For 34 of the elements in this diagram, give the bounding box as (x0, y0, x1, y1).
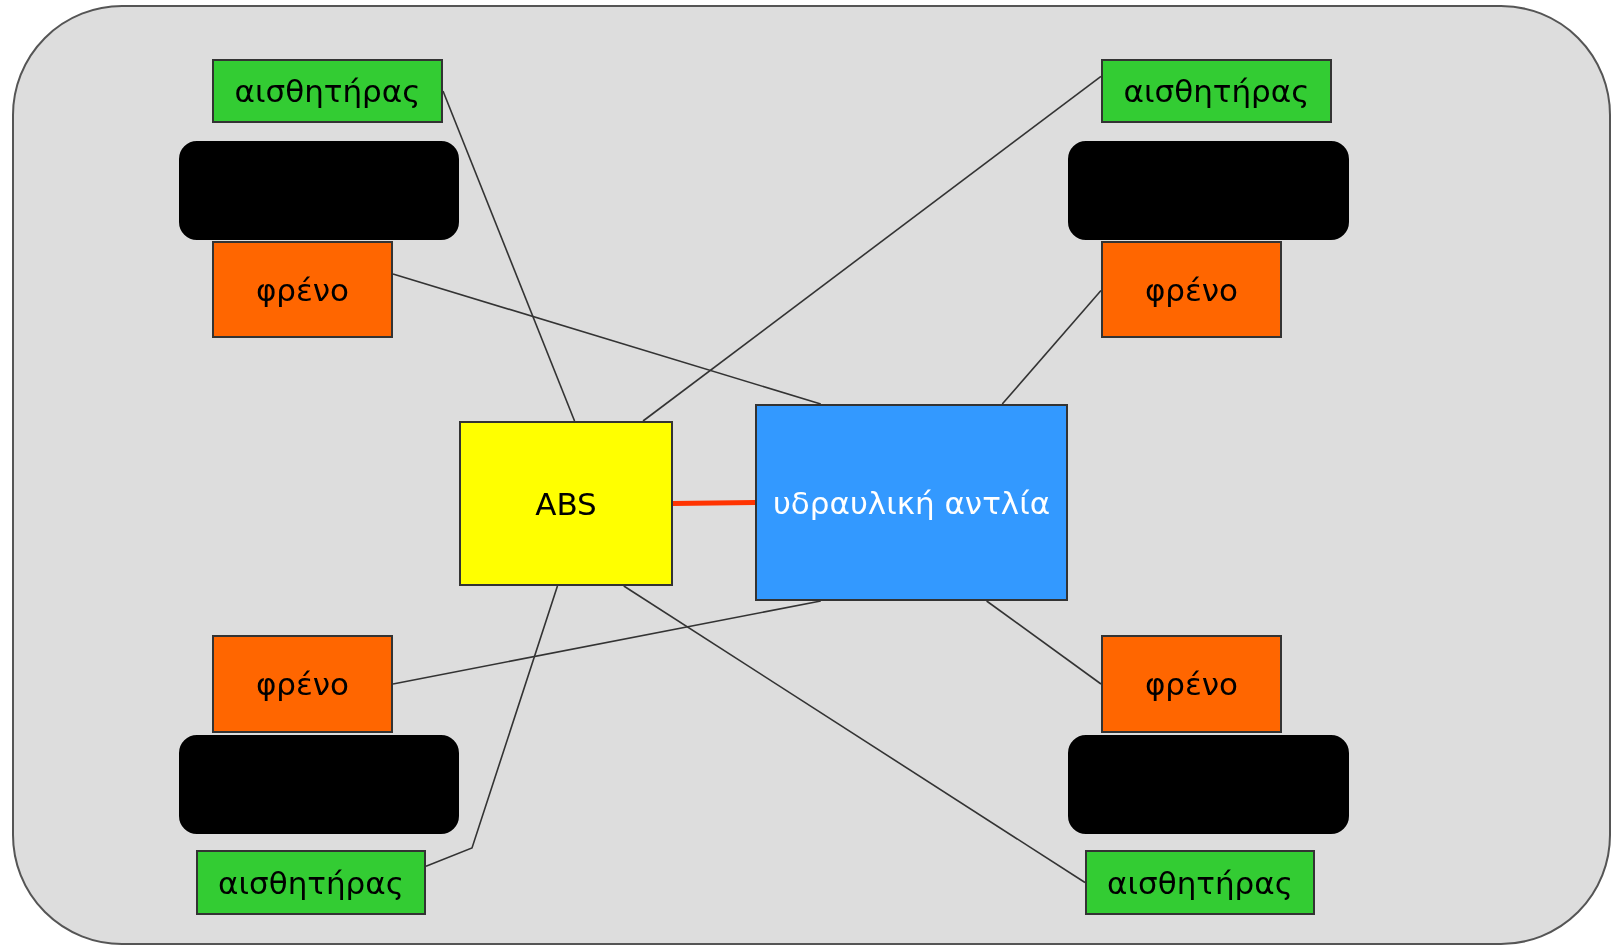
abs-unit-box (459, 421, 673, 586)
label-text: ABS (535, 485, 597, 522)
label-text: αισθητήρας (218, 864, 404, 901)
brake-box (1101, 241, 1282, 338)
wheel (1068, 735, 1349, 834)
brake-box (1101, 635, 1282, 733)
wire-line (425, 585, 559, 868)
sensor-box (1101, 59, 1332, 123)
wire-line (985, 600, 1102, 685)
wire-line (623, 585, 1086, 884)
label-text: αισθητήρας (1107, 864, 1293, 901)
wheel (179, 141, 459, 240)
sensor-box (212, 59, 443, 123)
label-text: φρένο (255, 666, 350, 702)
wire-line (392, 273, 822, 405)
wheel (179, 735, 459, 834)
pump-box (755, 404, 1068, 601)
car-body (12, 5, 1611, 945)
sensor-box (1085, 850, 1315, 915)
label-text: φρένο (1144, 666, 1239, 702)
label-text: αισθητήρας (234, 73, 421, 109)
connection-line (672, 500, 756, 506)
label-text: φρένο (255, 271, 350, 308)
wire-line (642, 75, 1102, 422)
label-text: υδραυλική αντλία (772, 484, 1051, 521)
wire-line (442, 90, 576, 422)
brake-box (212, 635, 393, 733)
label-text: αισθητήρας (1123, 73, 1310, 109)
wheel (1068, 141, 1349, 240)
brake-box (212, 241, 393, 338)
wire-line (1001, 289, 1102, 405)
sensor-box (196, 850, 426, 915)
wire-line (392, 600, 822, 685)
label-text: φρένο (1144, 271, 1239, 308)
